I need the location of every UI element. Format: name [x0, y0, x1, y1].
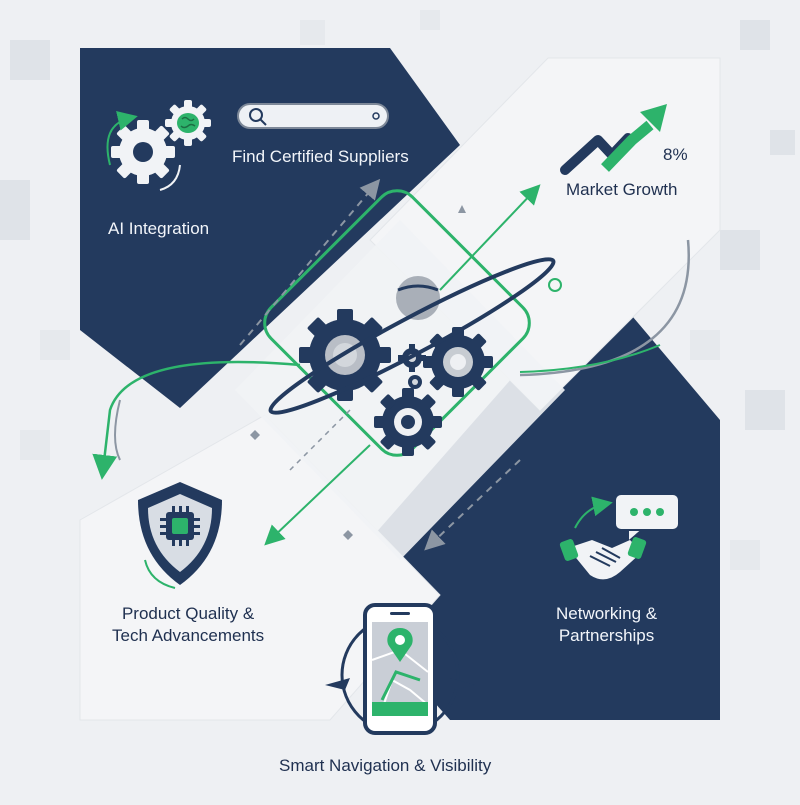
connectors	[92, 178, 690, 551]
label-product-quality: Product Quality & Tech Advancements	[112, 603, 264, 647]
label-networking: Networking & Partnerships	[556, 603, 657, 647]
background-squares	[0, 10, 795, 570]
center-frame	[263, 189, 531, 457]
label-networking-line2: Partnerships	[558, 626, 655, 645]
smartphone-map-pin-icon	[325, 603, 475, 735]
gears-brain-icon	[106, 100, 211, 191]
label-find-suppliers: Find Certified Suppliers	[232, 147, 409, 166]
label-smart-navigation: Smart Navigation & Visibility	[279, 756, 492, 775]
center-diamond	[235, 220, 565, 560]
label-networking-line1: Networking &	[556, 604, 658, 623]
label-ai-integration: AI Integration	[108, 219, 210, 238]
shield-chip-icon	[138, 482, 222, 589]
label-growth-value: 8%	[663, 145, 688, 164]
label-market-growth: Market Growth	[566, 180, 678, 199]
label-product-quality-line1: Product Quality &	[121, 604, 255, 623]
label-product-quality-line2: Tech Advancements	[112, 626, 265, 645]
handshake-chat-icon	[559, 493, 680, 580]
central-gears-planet-icon	[268, 257, 556, 456]
growth-arrow-icon	[560, 104, 667, 175]
search-bar-icon	[237, 103, 389, 129]
